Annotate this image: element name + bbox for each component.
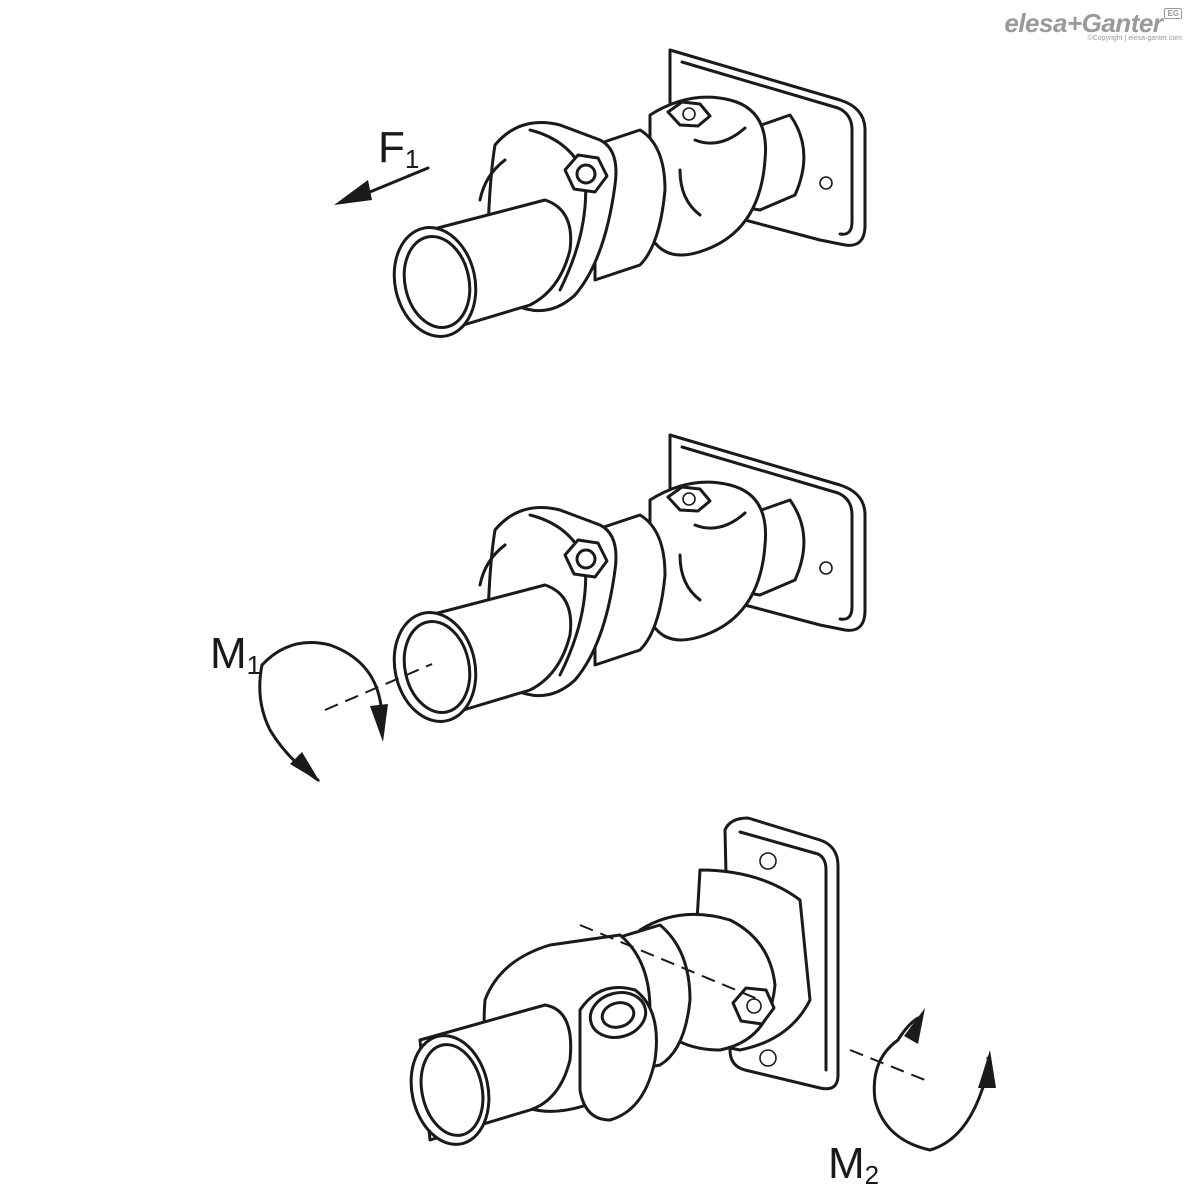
label-m2: M2 <box>828 1139 879 1189</box>
label-m1-main: M <box>210 629 247 678</box>
force-arrow-icon <box>334 166 430 205</box>
label-m2-sub: 2 <box>864 1160 880 1190</box>
label-m2-main: M <box>828 1139 865 1188</box>
brand-badge: EG <box>1164 8 1182 19</box>
label-f1-main: F <box>378 123 405 172</box>
rotation-arrow-icon <box>849 1008 996 1152</box>
rotation-arrow-icon <box>258 641 433 782</box>
label-m1-sub: 1 <box>246 650 262 680</box>
clamp-drawing-bottom <box>409 816 840 1146</box>
clamp-drawing-top <box>382 48 867 346</box>
label-m1: M1 <box>210 629 261 679</box>
label-f1-sub: 1 <box>404 144 420 174</box>
clamp-drawing-middle <box>382 433 867 731</box>
label-f1: F1 <box>378 123 419 173</box>
brand-copyright: ©Copyright | elesa-ganter.com <box>1087 35 1182 42</box>
brand-name: elesa+Ganter <box>1004 8 1163 38</box>
